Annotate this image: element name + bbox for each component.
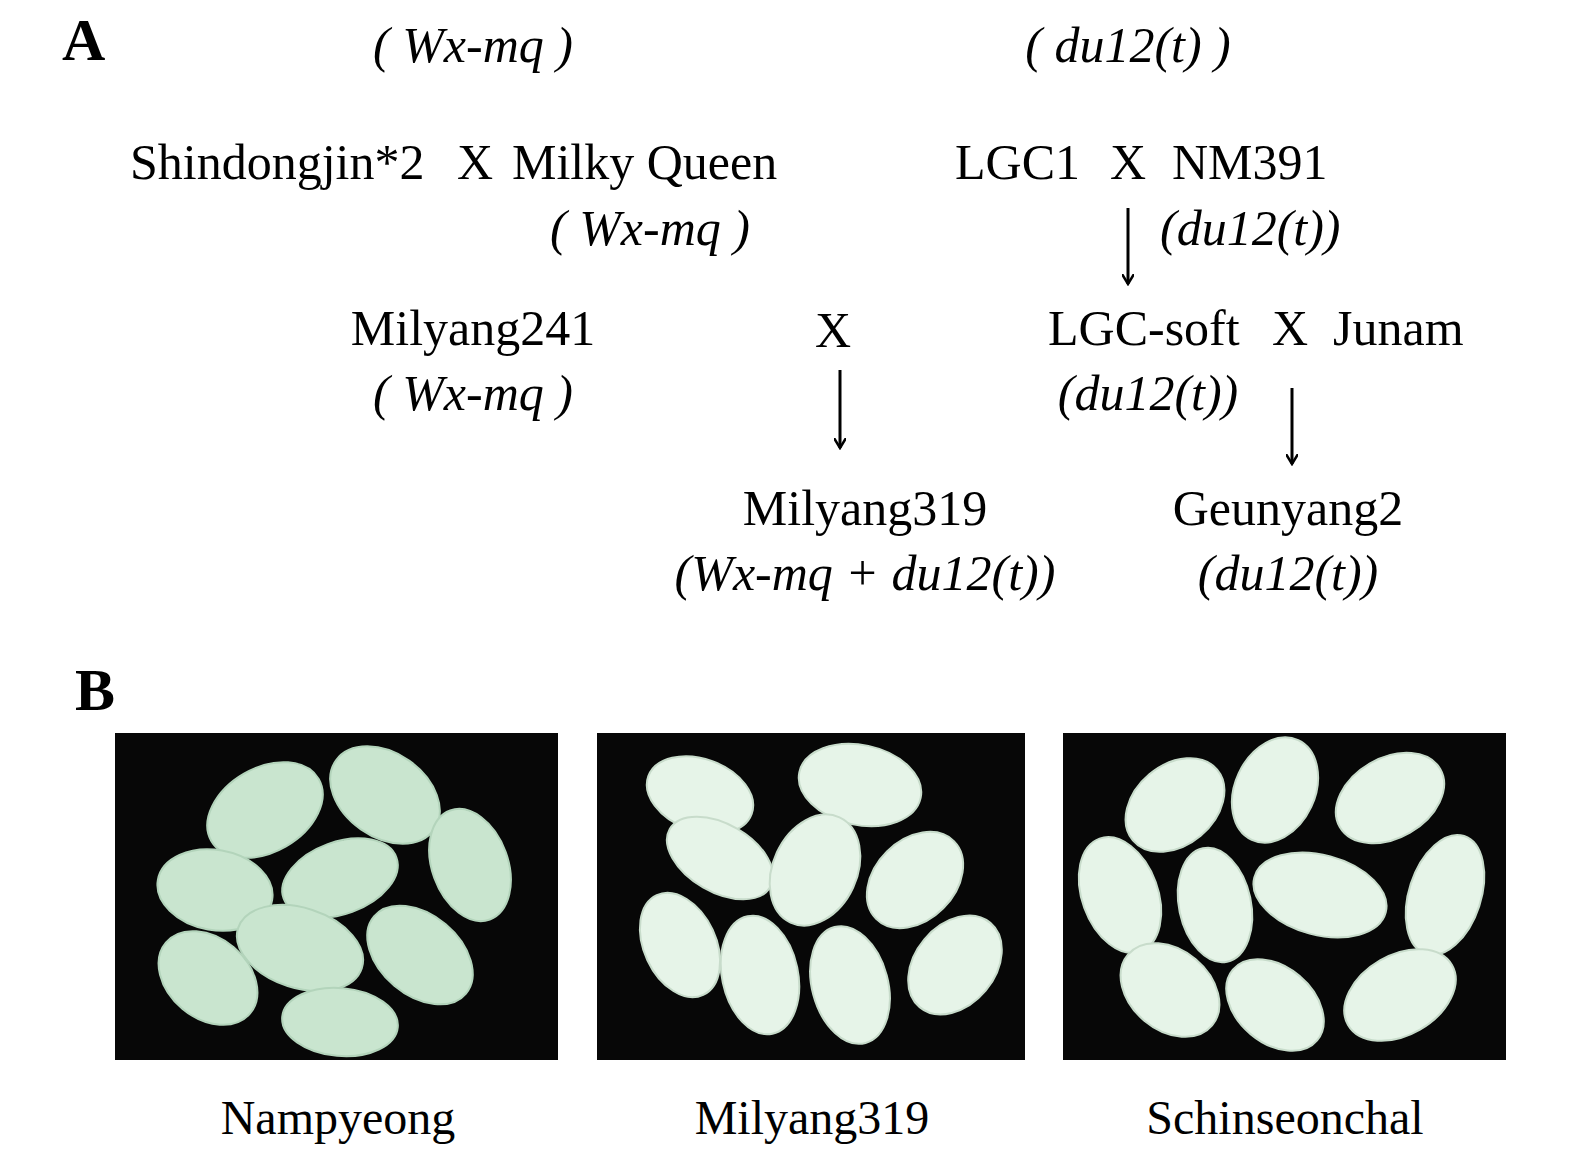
genotype: ( Wx-mq ) [373,366,573,421]
cultivar-name: Shindongjin*2 [130,135,424,190]
genotype: (du12(t)) [1198,546,1379,601]
cultivar-name: Geunyang2 [1173,481,1404,536]
genotype: ( Wx-mq ) [373,18,573,73]
cultivar-name: LGC1 [955,135,1080,190]
genotype: (du12(t)) [1058,366,1239,421]
cultivar-name: Milky Queen [512,135,777,190]
genotype: (Wx-mq + du12(t)) [675,546,1056,601]
photo-caption: Schinseonchal [1146,1092,1423,1145]
panel-letter: A [62,7,105,73]
photo-caption: Milyang319 [695,1092,930,1145]
cross-symbol: X [815,303,851,358]
cultivar-name: Junam [1333,301,1464,356]
cultivar-name: Milyang319 [743,481,987,536]
genotype: (du12(t)) [1160,201,1341,256]
panel-letter: B [75,657,115,723]
cross-symbol: X [1272,301,1308,356]
cultivar-name: NM391 [1172,135,1328,190]
nampyeong-grains [140,726,525,1061]
cultivar-name: Milyang241 [351,301,595,356]
cross-symbol: X [1110,135,1146,190]
genotype: ( Wx-mq ) [550,201,750,256]
photo-caption: Nampyeong [221,1092,456,1145]
cultivar-name: LGC-soft [1048,301,1240,356]
milyang319-grains [624,733,1021,1053]
schinseonchal-grains [1064,723,1499,1069]
genotype: ( du12(t) ) [1025,18,1231,73]
cross-symbol: X [457,135,493,190]
